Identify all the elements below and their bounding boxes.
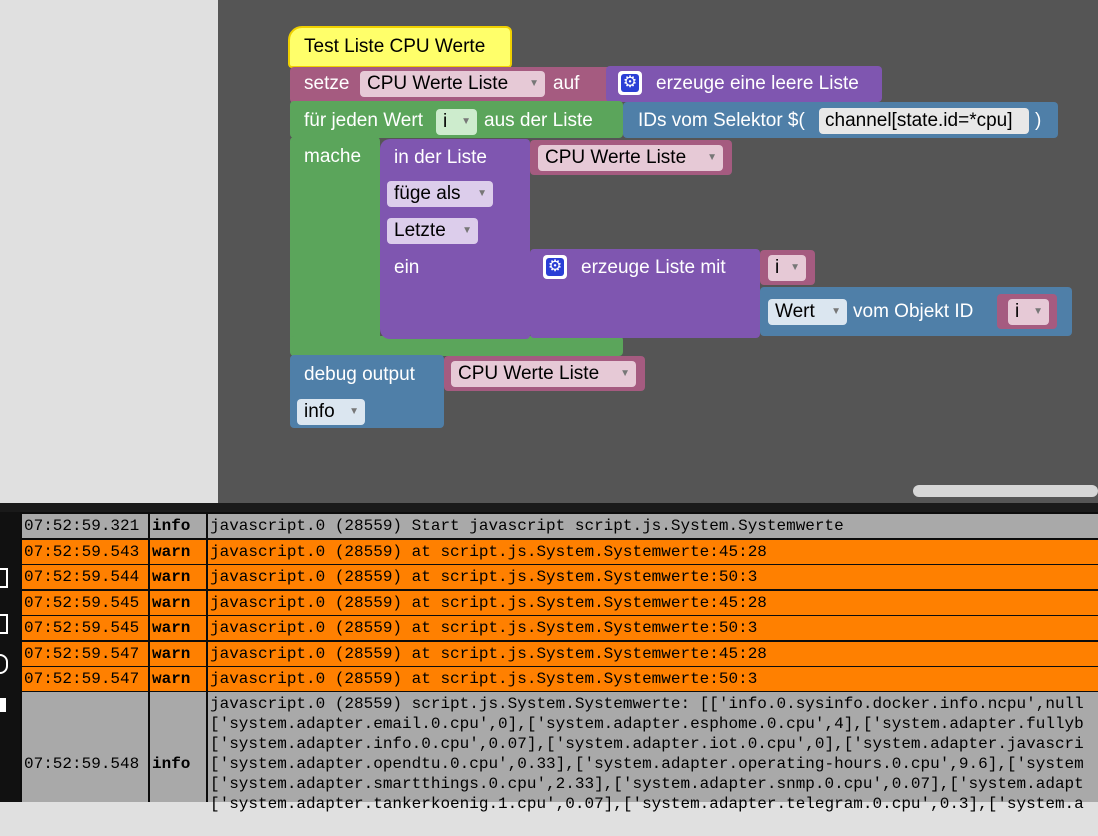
log-time: 07:52:59.545: [22, 616, 148, 640]
log-message: javascript.0 (28559) at script.js.System…: [208, 565, 1098, 589]
log-level: warn: [150, 642, 206, 666]
log-level: warn: [150, 667, 206, 691]
object-id-variable-dropdown[interactable]: i▼: [1008, 299, 1049, 325]
chevron-down-icon: ▼: [831, 306, 841, 317]
create-empty-list-block[interactable]: [606, 66, 882, 102]
set-mid-label: auf: [553, 73, 580, 94]
log-row: 07:52:59.543 warn javascript.0 (28559) a…: [20, 540, 1098, 564]
insert-where-dropdown[interactable]: Letzte▼: [387, 218, 478, 244]
hat-title: Test Liste CPU Werte: [304, 36, 486, 57]
blockly-workspace[interactable]: Test Liste CPU Werte setze CPU Werte Lis…: [218, 0, 1098, 503]
log-message-line: ['system.adapter.email.0.cpu',0],['syste…: [210, 715, 1084, 733]
selector-input[interactable]: channel[state.id=*cpu]: [819, 108, 1029, 134]
log-level: warn: [150, 540, 206, 564]
log-message: javascript.0 (28559) at script.js.System…: [208, 667, 1098, 691]
log-time: 07:52:59.544: [22, 565, 148, 589]
debug-label: debug output: [304, 364, 415, 385]
log-message-line: javascript.0 (28559) script.js.System.Sy…: [210, 695, 1084, 713]
log-message-line: ['system.adapter.smartthings.0.cpu',2.33…: [210, 775, 1084, 793]
log-row: 07:52:59.321 info javascript.0 (28559) S…: [20, 514, 1098, 538]
list-variable-dropdown[interactable]: CPU Werte Liste▼: [538, 145, 723, 171]
log-message: javascript.0 (28559) Start javascript sc…: [208, 514, 1098, 538]
create-list-with-label: erzeuge Liste mit: [581, 257, 726, 278]
value-label: ein: [394, 257, 420, 278]
do-label: mache: [304, 146, 362, 167]
chevron-down-icon: ▼: [790, 262, 800, 273]
insert-mode-dropdown[interactable]: füge als▼: [387, 181, 493, 207]
log-row: 07:52:59.547 warn javascript.0 (28559) a…: [20, 667, 1098, 691]
delete-icon[interactable]: [0, 568, 8, 588]
copy-icon[interactable]: [0, 614, 8, 634]
chevron-down-icon: ▼: [529, 78, 539, 89]
for-each-var-dropdown[interactable]: i▼: [436, 109, 477, 135]
in-list-label: in der Liste: [394, 147, 487, 168]
log-level: info: [150, 514, 206, 538]
create-empty-list-label: erzeuge eine leere Liste: [656, 73, 859, 94]
for-each-bottom: [290, 336, 623, 356]
object-id-label: vom Objekt ID: [853, 301, 974, 322]
stop-icon[interactable]: [0, 654, 8, 674]
debug-level-dropdown[interactable]: info▼: [297, 399, 365, 425]
log-message-line: ['system.adapter.tankerkoenig.1.cpu',0.0…: [210, 795, 1084, 813]
pencil-icon[interactable]: [0, 698, 6, 712]
log-row: 07:52:59.545 warn javascript.0 (28559) a…: [20, 591, 1098, 615]
chevron-down-icon: ▼: [461, 116, 471, 127]
log-row: 07:52:59.544 warn javascript.0 (28559) a…: [20, 565, 1098, 589]
log-time: 07:52:59.321: [22, 514, 148, 538]
log-message-line: ['system.adapter.opendtu.0.cpu',0.33],['…: [210, 755, 1084, 773]
selector-label: IDs vom Selektor $(: [638, 110, 805, 131]
debug-variable-dropdown[interactable]: CPU Werte Liste▼: [451, 361, 636, 387]
set-variable-dropdown[interactable]: CPU Werte Liste▼: [360, 71, 545, 97]
log-message: javascript.0 (28559) at script.js.System…: [208, 591, 1098, 615]
horizontal-scrollbar[interactable]: [913, 485, 1098, 497]
value-prop-dropdown[interactable]: Wert▼: [768, 299, 847, 325]
log-time: 07:52:59.543: [22, 540, 148, 564]
set-label: setze: [304, 73, 350, 94]
chevron-down-icon: ▼: [462, 225, 472, 236]
toolbox-panel: [0, 0, 218, 503]
chevron-down-icon: ▼: [620, 368, 630, 379]
log-row-multiline: 07:52:59.548 info javascript.0 (28559) s…: [20, 692, 1098, 813]
for-each-arm: [290, 137, 380, 355]
log-row: 07:52:59.545 warn javascript.0 (28559) a…: [20, 616, 1098, 640]
log-message: javascript.0 (28559) script.js.System.Sy…: [208, 692, 1098, 813]
log-toolbar: [0, 512, 20, 802]
log-time: 07:52:59.548: [22, 692, 148, 802]
item-variable-dropdown[interactable]: i▼: [768, 255, 806, 281]
log-time: 07:52:59.547: [22, 667, 148, 691]
log-message: javascript.0 (28559) at script.js.System…: [208, 642, 1098, 666]
chevron-down-icon: ▼: [707, 152, 717, 163]
log-message: javascript.0 (28559) at script.js.System…: [208, 616, 1098, 640]
for-each-mid-label: aus der Liste: [484, 110, 593, 131]
gear-icon[interactable]: [618, 71, 642, 95]
log-level: warn: [150, 565, 206, 589]
chevron-down-icon: ▼: [477, 188, 487, 199]
log-level: warn: [150, 591, 206, 615]
log-row: 07:52:59.547 warn javascript.0 (28559) a…: [20, 642, 1098, 666]
chevron-down-icon: ▼: [349, 406, 359, 417]
log-message-line: ['system.adapter.info.0.cpu',0.07],['sys…: [210, 735, 1084, 753]
log-message: javascript.0 (28559) at script.js.System…: [208, 540, 1098, 564]
log-time: 07:52:59.545: [22, 591, 148, 615]
for-each-label: für jeden Wert: [304, 110, 423, 131]
create-list-with-block[interactable]: [530, 249, 760, 338]
selector-end: ): [1035, 110, 1042, 131]
log-level: info: [150, 692, 206, 802]
log-level: warn: [150, 616, 206, 640]
chevron-down-icon: ▼: [1033, 306, 1043, 317]
gear-icon[interactable]: [543, 255, 567, 279]
panel-divider[interactable]: [0, 503, 1098, 512]
log-time: 07:52:59.547: [22, 642, 148, 666]
